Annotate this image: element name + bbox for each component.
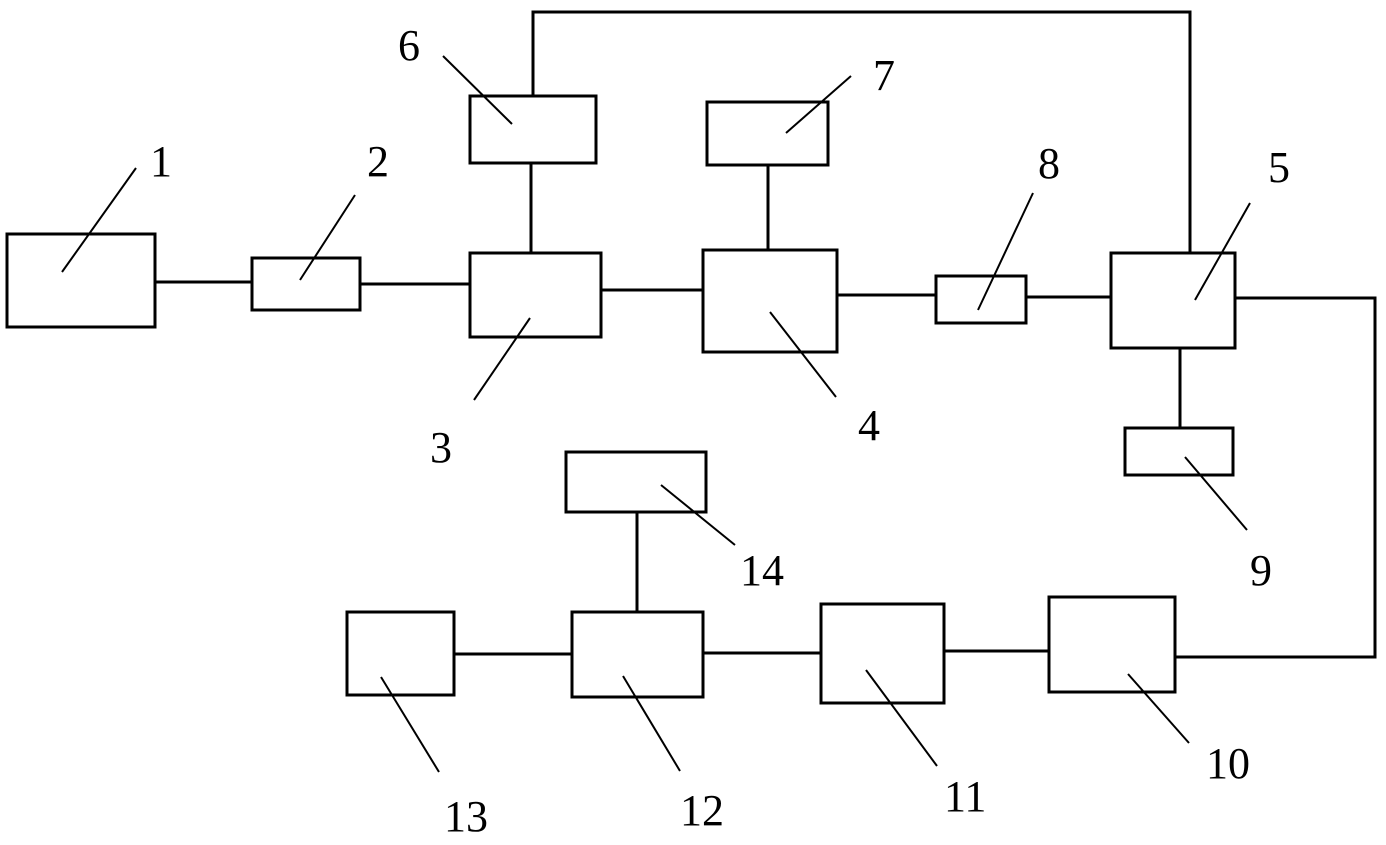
label-5: 5 — [1268, 143, 1290, 192]
leader-14 — [660, 484, 736, 546]
leader-2 — [299, 194, 356, 281]
block-1 — [5, 232, 157, 329]
block-10 — [1047, 595, 1177, 694]
label-13: 13 — [444, 792, 488, 841]
block-6 — [468, 94, 598, 165]
leader-1 — [61, 167, 137, 273]
leader-7 — [785, 75, 852, 134]
label-8: 8 — [1038, 139, 1060, 188]
labels: 1 2 3 4 5 6 7 8 9 10 11 12 13 14 — [150, 21, 1290, 841]
block-9 — [1123, 426, 1235, 477]
block-8 — [934, 274, 1028, 325]
block-13 — [345, 610, 456, 697]
wire-6-5-top — [531, 10, 1192, 253]
leader-12 — [622, 675, 681, 772]
leader-9 — [1184, 456, 1248, 531]
block-11 — [819, 602, 946, 705]
label-6: 6 — [398, 21, 420, 70]
label-1: 1 — [150, 137, 172, 186]
block-14 — [564, 450, 708, 514]
wire-5-10 — [1175, 296, 1377, 659]
leader-13 — [380, 676, 440, 773]
block-2 — [250, 256, 362, 312]
label-2: 2 — [367, 137, 389, 186]
leader-lines — [61, 55, 1251, 773]
leader-4 — [769, 311, 837, 398]
block-12 — [570, 610, 705, 699]
block-4 — [701, 248, 839, 354]
block-5 — [1109, 251, 1237, 350]
leader-6 — [442, 55, 513, 125]
label-14: 14 — [740, 546, 784, 595]
label-10: 10 — [1206, 739, 1250, 788]
label-4: 4 — [858, 401, 880, 450]
label-12: 12 — [680, 786, 724, 835]
leader-10 — [1127, 673, 1190, 744]
connections — [155, 10, 1377, 659]
block-7 — [705, 100, 830, 167]
label-11: 11 — [944, 772, 986, 821]
leader-3 — [473, 317, 531, 401]
leader-5 — [1194, 202, 1251, 301]
block-3 — [468, 251, 603, 339]
blocks — [5, 94, 1237, 705]
label-3: 3 — [430, 423, 452, 472]
label-9: 9 — [1250, 546, 1272, 595]
leader-11 — [865, 669, 938, 767]
leader-8 — [977, 192, 1034, 311]
label-7: 7 — [873, 51, 895, 100]
